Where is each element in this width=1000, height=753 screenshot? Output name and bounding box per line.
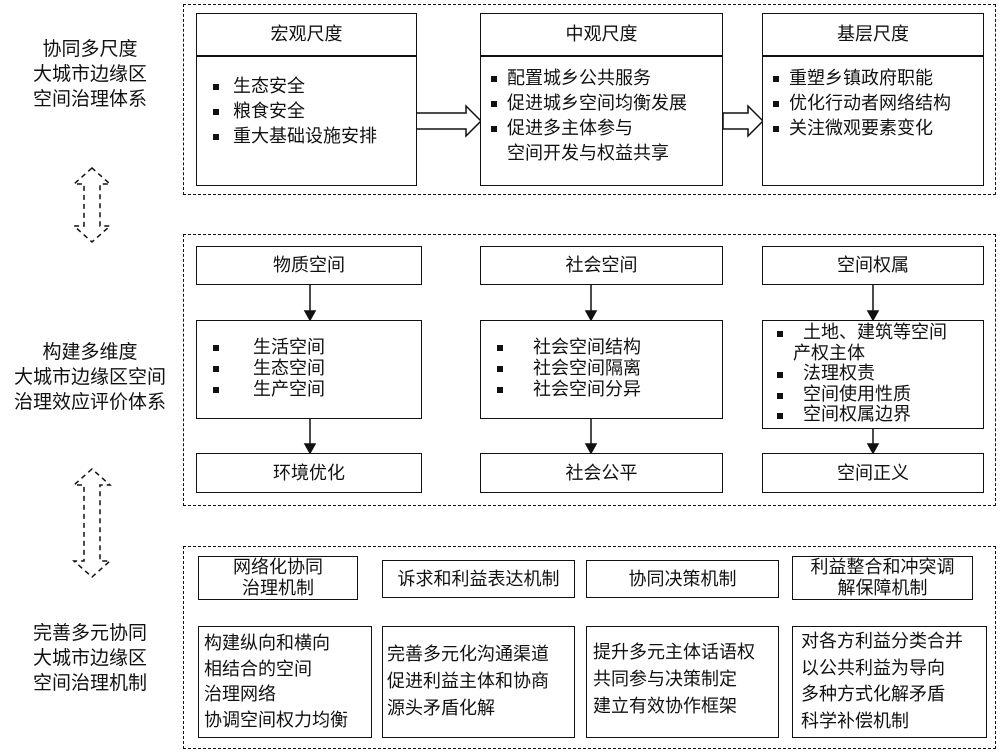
right-arrow-icon (722, 104, 765, 138)
dimension-items-social: 社会空间结构 社会空间隔离 社会空间分异 (480, 320, 723, 419)
list-item: 生活空间 (211, 337, 421, 358)
scale-section-frame (183, 4, 996, 195)
mechanism-body-decision: 提升多元主体话语权 共同参与决策制定 建立有效协作框架 (586, 626, 779, 738)
double-arrow-icon (72, 467, 112, 579)
mechanism-body-expression: 完善多元化沟通渠道 促进利益主体和协商 源头矛盾化解 (382, 626, 575, 738)
down-arrow-icon (303, 285, 880, 455)
scale-items-macro: 生态安全 粮食安全 重大基础设施安排 (196, 56, 417, 186)
list-item: 法理权责 (769, 363, 983, 385)
dimension-items-ownership: 土地、建筑等空间 产权主体 法理权责 空间使用性质 空间权属边界 (762, 320, 984, 429)
list-item: 生产空间 (211, 379, 421, 400)
list-item: 社会空间结构 (495, 337, 722, 358)
scale-title-grassroots: 基层尺度 (762, 13, 984, 56)
list-item: 产权主体 (793, 342, 865, 364)
list-item: 促进多主体参与 (489, 116, 722, 141)
list-item: 社会空间分异 (495, 379, 722, 400)
list-item: 关注微观要素变化 (771, 116, 983, 141)
section-label-scale: 协同多尺度 大城市边缘区 空间治理体系 (32, 38, 147, 110)
mechanism-title-decision: 协同决策机制 (586, 560, 779, 598)
mechanism-title-conflict: 利益整合和冲突调解保障机制 (792, 556, 973, 600)
mechanism-body-network: 构建纵向和横向 相结合的空间 治理网络 协调空间权力均衡 (198, 626, 372, 738)
scale-title-macro: 宏观尺度 (196, 13, 417, 56)
list-item: 生态安全 (211, 74, 416, 99)
list-item: 生态空间 (211, 358, 421, 379)
list-item: 配置城乡公共服务 (489, 66, 722, 91)
list-item: 优化行动者网络结构 (771, 91, 983, 116)
dimension-title-social: 社会空间 (480, 246, 723, 285)
section-label-mechanism: 完善多元协同 大城市边缘区 空间治理机制 (32, 622, 147, 694)
scale-items-meso: 配置城乡公共服务 促进城乡空间均衡发展 促进多主体参与 空间开发与权益共享 (480, 56, 723, 186)
dimension-section-frame (183, 234, 996, 506)
list-item: 空间使用性质 (769, 384, 983, 406)
list-item: 空间开发与权益共享 (507, 143, 669, 164)
list-item: 重塑乡镇政府职能 (771, 66, 983, 91)
dimension-title-ownership: 空间权属 (762, 246, 984, 285)
list-item: 重大基础设施安排 (211, 124, 416, 149)
mechanism-body-conflict: 对各方利益分类合并 以公共利益为导向 多种方式化解矛盾 科学补偿机制 (792, 626, 987, 738)
dimension-title-physical: 物质空间 (196, 246, 422, 285)
list-item: 空间权属边界 (769, 404, 983, 426)
list-item: 土地、建筑等空间 (769, 322, 983, 344)
section-label-dimension: 构建多维度 大城市边缘区空间 治理效应评价体系 (13, 341, 166, 413)
dimension-items-physical: 生活空间 生态空间 生产空间 (196, 320, 422, 419)
right-arrow-icon (415, 104, 483, 138)
scale-items-grassroots: 重塑乡镇政府职能 优化行动者网络结构 关注微观要素变化 (762, 56, 984, 186)
mechanism-title-expression: 诉求和利益表达机制 (382, 560, 575, 598)
mechanism-title-network: 网络化协同治理机制 (198, 556, 358, 600)
double-arrow-icon (72, 166, 112, 244)
mechanism-section-frame (183, 546, 996, 749)
list-item: 粮食安全 (211, 99, 416, 124)
scale-title-meso: 中观尺度 (480, 13, 723, 56)
list-item: 促进城乡空间均衡发展 (489, 91, 722, 116)
dimension-result-physical: 环境优化 (196, 453, 422, 493)
dimension-result-social: 社会公平 (480, 453, 723, 493)
dimension-result-ownership: 空间正义 (762, 453, 984, 493)
list-item: 社会空间隔离 (495, 358, 722, 379)
